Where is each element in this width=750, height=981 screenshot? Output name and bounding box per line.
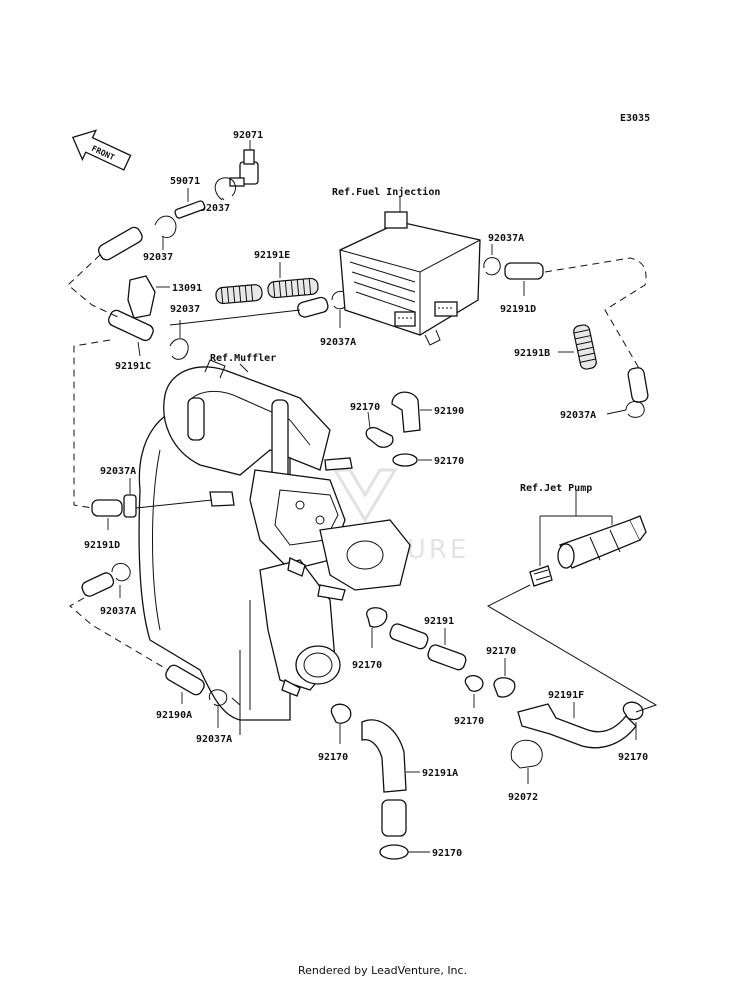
clip-92037-left	[154, 215, 177, 239]
label-92037A-bottom: 92037A	[196, 734, 232, 745]
line-jet-pump-route	[486, 584, 658, 713]
label-92191D-right: 92191D	[500, 304, 536, 315]
label-92071: 92071	[233, 130, 263, 141]
label-92191A: 92191A	[422, 768, 458, 779]
ref-muffler: Ref.Muffler	[210, 353, 276, 364]
hose-92191F	[517, 703, 637, 749]
label-92191D-left: 92191D	[84, 540, 120, 551]
hose-92191A-lower	[381, 799, 407, 837]
diagram-code: E3035	[620, 113, 650, 124]
hose-near-ecu	[297, 296, 329, 318]
label-92037A-far: 92037A	[560, 410, 596, 421]
clip-92037A-far	[625, 401, 645, 418]
hose-92190	[391, 391, 421, 433]
hose-92191C	[108, 309, 154, 342]
label-92191B: 92191B	[514, 348, 550, 359]
label-92191: 92191	[424, 616, 454, 627]
hose-92191D-left	[91, 499, 123, 517]
label-92190A: 92190A	[156, 710, 192, 721]
pin-59071	[174, 200, 206, 219]
clamp-92170-h	[379, 844, 409, 860]
clip-92037-top	[214, 177, 236, 201]
hose-92190A	[165, 664, 205, 696]
label-59071: 59071	[170, 176, 200, 187]
label-92191F: 92191F	[548, 690, 584, 701]
clip-92037A-bottom	[208, 689, 228, 707]
clip-92037-mid	[169, 338, 189, 360]
label-92190: 92190	[434, 406, 464, 417]
label-92170-h: 92170	[432, 848, 462, 859]
fitting-92071	[229, 149, 259, 187]
label-13091: 13091	[172, 283, 202, 294]
clamp-92170-e	[464, 674, 484, 692]
hose-92191E-a	[215, 284, 263, 305]
label-92170-e: 92170	[454, 716, 484, 727]
bracket-13091	[127, 275, 156, 319]
label-92037-mid: 92037	[170, 304, 200, 315]
hose-92191-a	[389, 623, 429, 650]
hose-92191B	[573, 324, 597, 370]
label-92191E: 92191E	[254, 250, 290, 261]
clip-92037A-low	[111, 563, 131, 582]
hose-lower-left	[81, 572, 115, 597]
label-92170-g: 92170	[318, 752, 348, 763]
label-92072: 92072	[508, 792, 538, 803]
jet-pump-fitting	[529, 515, 647, 587]
ref-fuel-injection: Ref.Fuel Injection	[332, 186, 440, 198]
hose-92191A-upper	[361, 719, 407, 793]
hose-upper-left	[97, 226, 143, 261]
clamp-92170-c	[366, 607, 388, 628]
clamp-92170-a	[365, 426, 394, 448]
hose-92191E-b	[267, 277, 319, 299]
band-92072	[510, 739, 543, 769]
label-92170-d: 92170	[486, 646, 516, 657]
fitting-92037A-left	[123, 494, 137, 518]
dashed-route-left	[73, 339, 111, 509]
clamp-92170-g	[330, 703, 352, 724]
label-92037A-left: 92037A	[100, 466, 136, 477]
label-92191C: 92191C	[115, 361, 151, 372]
label-92170-a: 92170	[350, 402, 380, 413]
footer-credit: Rendered by LeadVenture, Inc.	[298, 964, 467, 977]
label-92170-b: 92170	[434, 456, 464, 467]
clamp-92170-b	[392, 453, 418, 467]
hose-92191-b	[427, 644, 467, 671]
dashed-route-lower-left	[69, 597, 169, 671]
ref-jet-pump: Ref.Jet Pump	[520, 483, 592, 494]
dashed-route-upper-left	[67, 254, 121, 319]
clip-92037A-right	[483, 257, 501, 276]
label-92170-f: 92170	[618, 752, 648, 763]
front-arrow-icon: FRONT	[71, 129, 132, 171]
dashed-route-upper-right	[544, 257, 647, 371]
muffler-assembly	[138, 359, 411, 721]
label-92037A-right: 92037A	[488, 233, 524, 244]
label-92170-c: 92170	[352, 660, 382, 671]
clamp-92170-d	[493, 677, 516, 698]
label-92037A-ecu: 92037A	[320, 337, 356, 348]
clamp-92170-f	[622, 701, 644, 721]
hose-far-right	[627, 367, 649, 403]
label-92037A-low: 92037A	[100, 606, 136, 617]
label-92037-left: 92037	[143, 252, 173, 263]
ecu-unit	[339, 211, 481, 346]
label-92037-top: 92037	[200, 203, 230, 214]
hose-92191D-right	[504, 262, 544, 280]
